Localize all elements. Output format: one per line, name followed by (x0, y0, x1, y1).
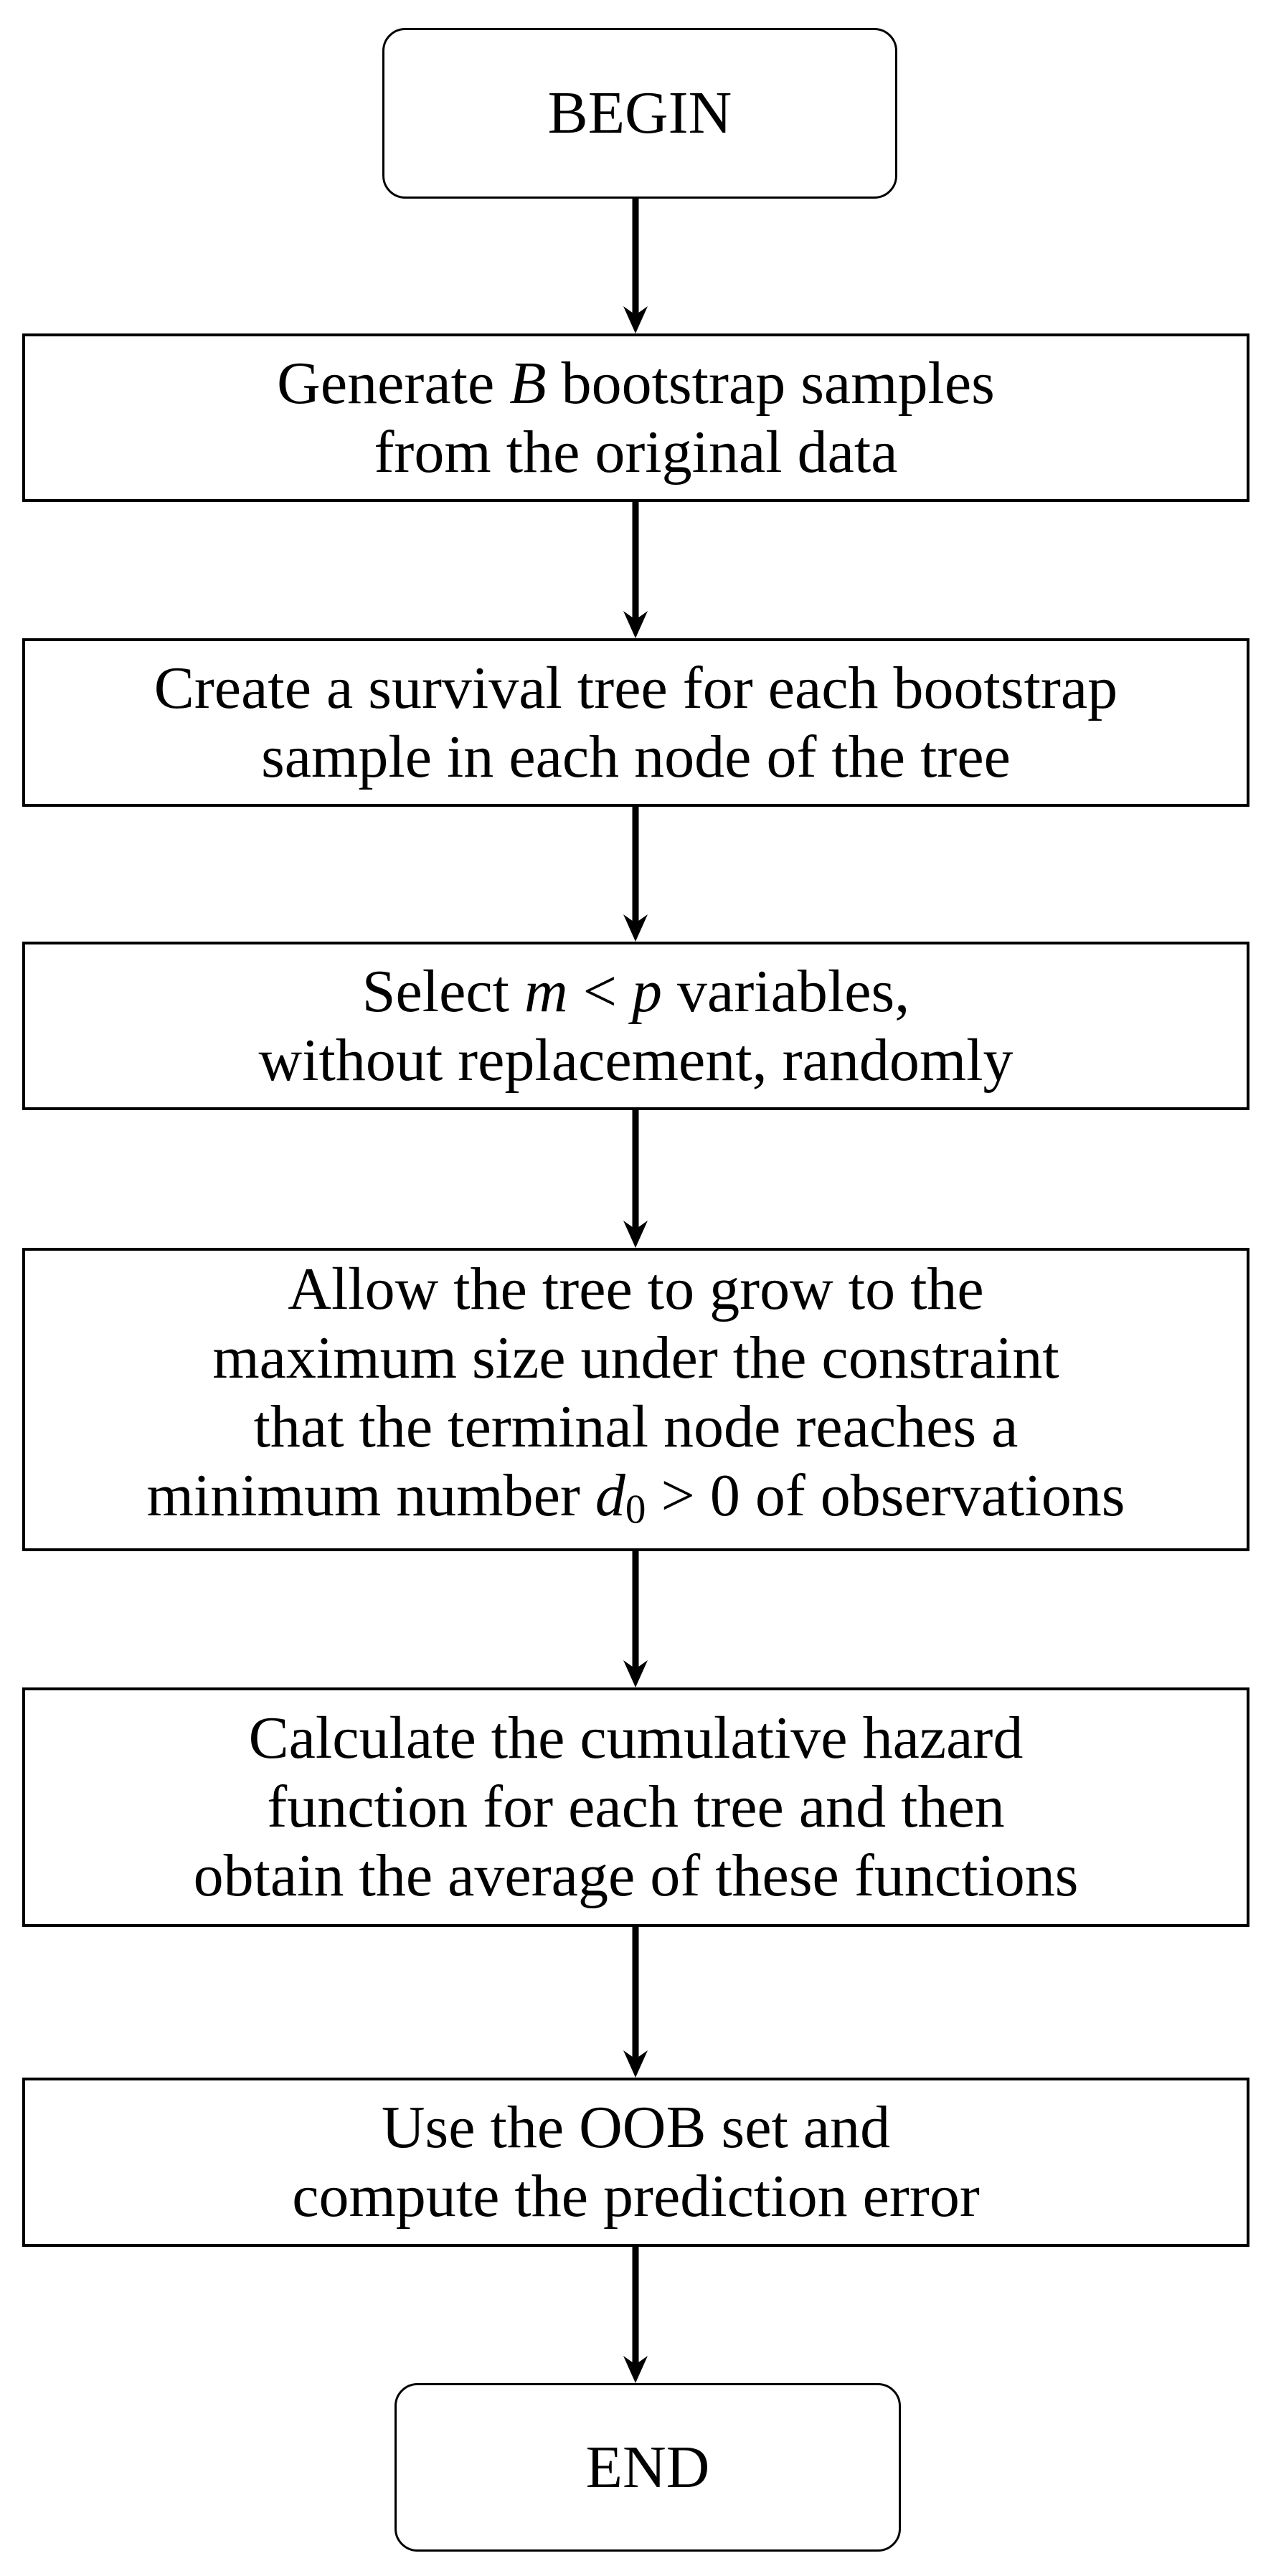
text-segment: function for each tree and then (267, 1774, 1005, 1840)
arrowhead-icon (623, 914, 648, 942)
arrowhead-icon (623, 2356, 648, 2383)
text-segment: > 0 of observations (646, 1462, 1125, 1529)
flow-arrow (623, 1551, 648, 1687)
text-segment: < (567, 957, 633, 1025)
node-text-line: Create a survival tree for each bootstra… (154, 654, 1118, 723)
text-segment: minimum number (146, 1462, 595, 1529)
node-text-line: minimum number d0 > 0 of observations (147, 1462, 1125, 1544)
math-symbol: 0 (625, 1487, 646, 1533)
node-text-line: Select m < p variables, (362, 957, 909, 1026)
flow-node-begin: BEGIN (382, 28, 897, 199)
text-segment: Allow the tree to grow to the (288, 1255, 984, 1322)
node-text-line: from the original data (374, 418, 897, 487)
math-symbol: m (524, 957, 568, 1025)
node-text-line: obtain the average of these functions (194, 1842, 1079, 1910)
node-text-line: sample in each node of the tree (261, 723, 1011, 792)
text-segment: variables, (662, 957, 910, 1025)
node-text-line: Use the OOB set and (382, 2093, 890, 2162)
arrowhead-icon (623, 2050, 648, 2078)
node-text-line: without replacement, randomly (258, 1026, 1013, 1095)
text-segment: without replacement, randomly (258, 1026, 1014, 1094)
text-segment: bootstrap samples (546, 349, 995, 417)
arrowhead-icon (623, 1660, 648, 1687)
node-text-line: BEGIN (548, 79, 732, 148)
text-segment: BEGIN (547, 80, 732, 146)
node-text-line: Generate B bootstrap samples (277, 349, 995, 418)
text-segment: sample in each node of the tree (261, 723, 1011, 790)
node-text-line: compute the prediction error (292, 2162, 980, 2231)
flow-arrow (623, 502, 648, 638)
math-symbol: B (509, 349, 547, 417)
text-segment: maximum size under the constraint (212, 1324, 1059, 1391)
arrowhead-icon (623, 611, 648, 638)
flow-arrow (623, 1110, 648, 1248)
node-text-line: Allow the tree to grow to the (288, 1255, 983, 1324)
text-segment: END (585, 2433, 710, 2501)
node-text-line: that the terminal node reaches a (254, 1393, 1019, 1462)
text-segment: Create a survival tree for each bootstra… (153, 654, 1118, 721)
arrowhead-icon (623, 1221, 648, 1248)
text-segment: Use the OOB set and (381, 2094, 891, 2161)
text-segment: from the original data (374, 418, 898, 486)
text-segment: Select (362, 957, 524, 1025)
flow-arrow (623, 807, 648, 942)
flow-arrow (623, 1927, 648, 2078)
flow-node-select-variables: Select m < p variables,without replaceme… (22, 942, 1249, 1110)
math-symbol: d (595, 1462, 625, 1529)
text-segment: Generate (277, 349, 510, 417)
node-text-line: maximum size under the constraint (212, 1324, 1059, 1393)
node-text-line: END (586, 2433, 710, 2502)
flow-node-end: END (394, 2383, 901, 2552)
text-segment: compute the prediction error (292, 2163, 980, 2230)
text-segment: obtain the average of these functions (193, 1842, 1079, 1909)
flow-arrow (623, 2247, 648, 2383)
flow-node-create-survival-tree: Create a survival tree for each bootstra… (22, 638, 1249, 807)
text-segment: that the terminal node reaches a (253, 1393, 1019, 1460)
text-segment: Calculate the cumulative hazard (248, 1705, 1024, 1771)
arrowhead-icon (623, 306, 648, 333)
node-text-line: Calculate the cumulative hazard (249, 1704, 1024, 1773)
node-text-line: function for each tree and then (267, 1773, 1005, 1842)
flow-arrow (623, 199, 648, 333)
math-symbol: p (632, 957, 663, 1025)
